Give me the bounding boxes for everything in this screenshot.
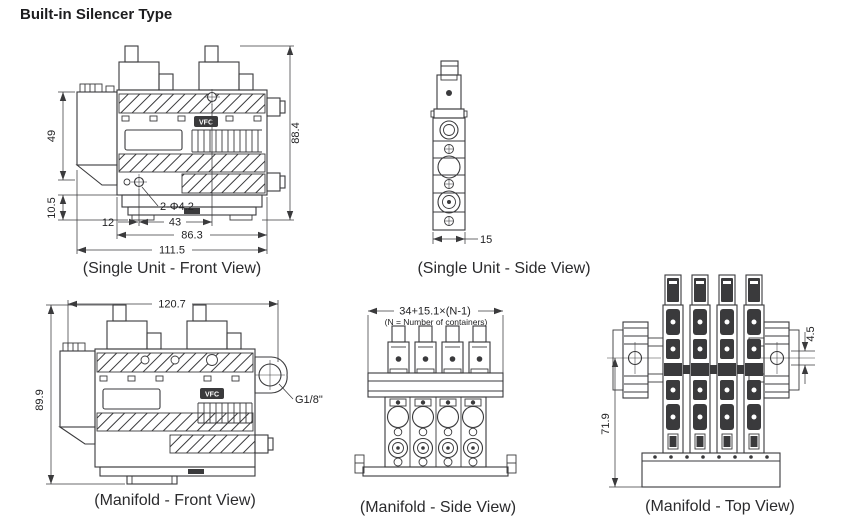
manifold-top-view-drawing: 71.9 4.5 xyxy=(600,274,817,488)
dimension-overall-height: 88.4 xyxy=(240,45,302,221)
brand-logo-text: VFC xyxy=(199,120,213,127)
valve-column xyxy=(716,274,738,454)
din-rail xyxy=(121,194,263,221)
pilot-solenoids xyxy=(118,45,254,91)
mounting-hole-icon xyxy=(204,89,220,105)
valve-column xyxy=(662,274,684,454)
dim-text: 34+15.1×(N-1) xyxy=(399,306,471,318)
caption-manifold-side: (Manifold - Side View) xyxy=(359,499,517,516)
din-rail xyxy=(99,466,256,485)
dim-text: 10.5 xyxy=(46,197,58,218)
manifold-body xyxy=(384,396,487,468)
dim-text: 111.5 xyxy=(159,245,185,257)
mounting-rail xyxy=(367,372,504,398)
page-title: Built-in Silencer Type xyxy=(20,6,173,23)
left-end-block xyxy=(58,342,96,445)
dimension-overall-width: 120.7 xyxy=(67,298,279,362)
silencer-grille xyxy=(191,129,262,153)
brand-logo-text: VFC xyxy=(205,392,219,399)
label-plate xyxy=(124,129,183,151)
dim-text: 86.3 xyxy=(181,230,202,242)
side-ports xyxy=(437,120,461,226)
dim-text: 4.5 xyxy=(805,326,817,341)
end-plate-left xyxy=(607,321,664,399)
dimension-overall-height: 89.9 xyxy=(34,304,125,485)
dimension-overall-width: 111.5 xyxy=(76,170,267,257)
dimension-hole-offset: 12 xyxy=(102,217,138,229)
caption-manifold-top: (Manifold - Top View) xyxy=(645,498,795,515)
push-in-fitting xyxy=(254,434,274,454)
brand-logo: VFC xyxy=(194,116,218,127)
manifold-front-view-drawing: VFC G1/8" xyxy=(34,298,323,485)
silencer-grille xyxy=(197,402,253,424)
hatch-band xyxy=(181,173,266,194)
hatch-band xyxy=(169,434,256,454)
caption-single-side: (Single Unit - Side View) xyxy=(417,260,591,277)
label-plate xyxy=(102,388,161,410)
dim-text: 12 xyxy=(102,217,114,229)
hatch-band xyxy=(118,93,266,114)
valve-column xyxy=(743,274,765,454)
left-end-block xyxy=(75,83,118,186)
dimension-pitch: 34+15.1×(N-1) (N = Number of containers) xyxy=(367,305,504,373)
dimension-overall-height: 71.9 xyxy=(600,358,642,488)
caption-single-front: (Single Unit - Front View) xyxy=(82,260,262,277)
mounting-hole-icon xyxy=(123,174,147,190)
manifold-column xyxy=(461,398,485,467)
dim-text: 120.7 xyxy=(158,299,186,311)
manifold-side-view-drawing: 34+15.1×(N-1) (N = Number of containers) xyxy=(354,305,517,477)
dim-note: (N = Number of containers) xyxy=(385,317,488,327)
dim-text: G1/8" xyxy=(295,394,323,406)
side-body xyxy=(430,60,468,231)
valve-column xyxy=(689,274,711,454)
dimension-hole-pitch: 43 xyxy=(138,104,213,229)
dim-text: 2-Φ4.2 xyxy=(160,201,194,213)
manifold-column xyxy=(436,398,460,467)
top-screws xyxy=(140,354,218,366)
dimension-hole-callout: 2-Φ4.2 xyxy=(141,186,194,213)
manifold-column xyxy=(411,398,435,467)
dim-text: 88.4 xyxy=(290,122,302,143)
caption-manifold-front: (Manifold - Front View) xyxy=(94,492,256,509)
single-side-view-drawing: 15 xyxy=(430,60,492,246)
dim-text: 71.9 xyxy=(600,413,612,434)
dimension-body-width: 86.3 xyxy=(116,197,268,254)
dim-text: 89.9 xyxy=(34,389,46,410)
base-plate xyxy=(354,454,517,477)
push-in-fittings xyxy=(266,97,286,192)
clip-marks xyxy=(121,115,262,122)
dimension-side-width: 15 xyxy=(432,232,492,246)
valve-columns xyxy=(662,274,765,454)
hatch-band xyxy=(96,412,254,432)
brand-logo: VFC xyxy=(200,388,224,399)
dimension-offset: 4.5 xyxy=(791,326,817,384)
dimension-left-block-height: 49 xyxy=(46,91,75,181)
port-g18: G1/8" xyxy=(254,356,323,406)
dim-text: 49 xyxy=(46,130,58,142)
single-front-view-drawing: VFC xyxy=(46,45,302,257)
solenoid-coils xyxy=(387,325,491,374)
pilot-solenoids xyxy=(106,304,242,350)
base-plate xyxy=(641,452,781,488)
clip-marks xyxy=(99,375,240,382)
dim-text: 43 xyxy=(169,217,181,229)
hatch-band xyxy=(118,153,266,173)
manifold-column xyxy=(386,398,410,467)
dim-text: 15 xyxy=(480,234,492,246)
dimension-rail-height: 10.5 xyxy=(46,194,128,221)
